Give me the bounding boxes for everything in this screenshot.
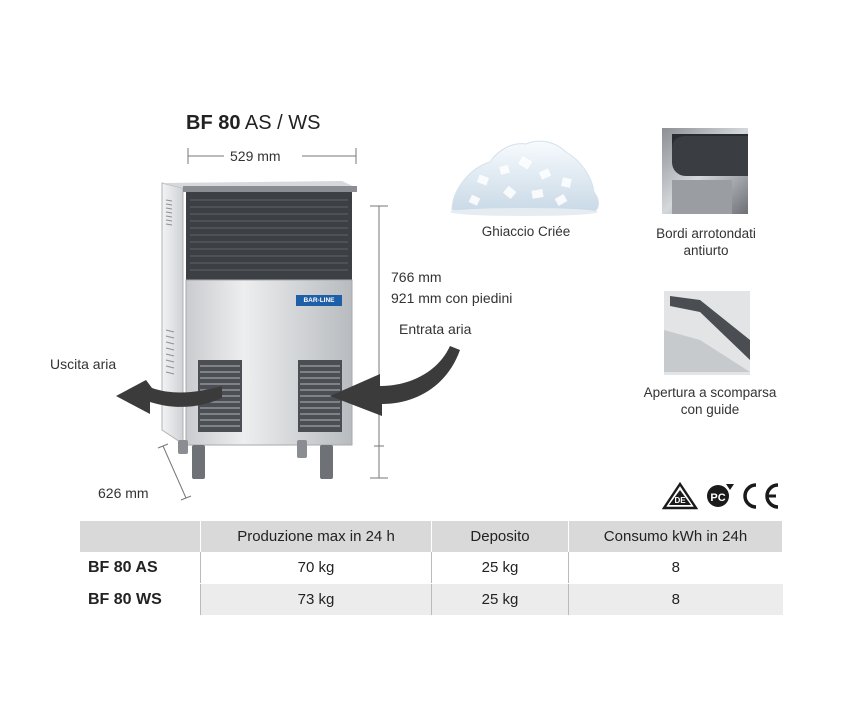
air-inlet-label: Entrata aria — [399, 321, 472, 337]
row-model: BF 80 AS — [80, 552, 201, 584]
width-dimension-line — [187, 148, 357, 164]
row-consumption: 8 — [568, 583, 783, 615]
row-storage: 25 kg — [431, 583, 569, 615]
header-production: Produzione max in 24 h — [200, 521, 432, 552]
table-row: BF 80 WS 73 kg 25 kg 8 — [80, 583, 783, 615]
header-consumption: Consumo kWh in 24h — [568, 521, 783, 552]
row-storage: 25 kg — [431, 552, 569, 584]
table-header-row: Produzione max in 24 h Deposito Consumo … — [80, 521, 783, 552]
gost-mark-icon: PC — [707, 484, 734, 507]
crushed-ice-image — [450, 140, 599, 216]
retractable-opening-image — [664, 291, 750, 375]
height-dimension-line — [370, 205, 388, 479]
header-storage: Deposito — [431, 521, 569, 552]
brand-badge: BAR-LINE — [303, 297, 335, 304]
depth-dimension-line — [157, 443, 192, 501]
row-production: 70 kg — [200, 552, 432, 584]
svg-text:PC: PC — [710, 492, 725, 504]
row-production: 73 kg — [200, 583, 432, 615]
air-inlet-arrow — [330, 346, 460, 416]
ce-mark-icon — [743, 483, 779, 509]
width-label: 529 mm — [230, 148, 281, 164]
ice-machine-illustration — [161, 181, 357, 479]
depth-label: 626 mm — [98, 485, 149, 501]
product-title: BF 80 AS / WS — [186, 112, 321, 135]
opening-caption: Apertura a scomparsa con guide — [630, 384, 790, 418]
ice-type-caption: Ghiaccio Criée — [481, 224, 571, 239]
opening-caption-line2: con guide — [680, 402, 740, 417]
height-label: 766 mm — [391, 269, 442, 285]
specifications-table: Produzione max in 24 h Deposito Consumo … — [80, 521, 783, 615]
table-row: BF 80 AS 70 kg 25 kg 8 — [80, 552, 783, 584]
height-with-feet-label: 921 mm con piedini — [391, 290, 513, 306]
edges-caption: Bordi arrotondati antiurto — [636, 225, 776, 259]
svg-text:DE: DE — [674, 496, 686, 505]
row-model: BF 80 WS — [80, 583, 201, 615]
header-model — [80, 521, 201, 552]
vde-mark-icon: DE — [661, 481, 699, 510]
air-outlet-arrow — [116, 380, 222, 414]
edges-caption-line1: Bordi arrotondati — [656, 226, 756, 241]
model-name: BF 80 — [186, 112, 241, 134]
edges-caption-line2: antiurto — [683, 243, 729, 258]
air-outlet-label: Uscita aria — [50, 356, 117, 372]
row-consumption: 8 — [568, 552, 783, 584]
model-variants: AS / WS — [240, 112, 321, 134]
opening-caption-line1: Apertura a scomparsa — [643, 385, 777, 400]
rounded-edges-image — [662, 128, 748, 214]
